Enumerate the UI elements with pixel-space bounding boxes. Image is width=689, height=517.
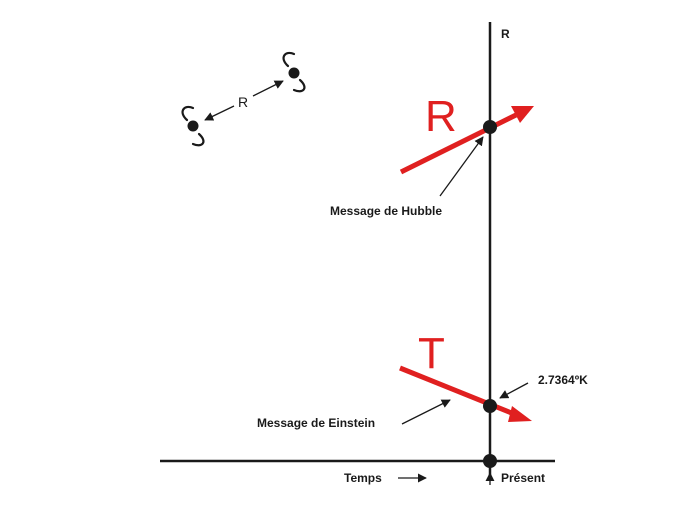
einstein-pointer-arrow [401, 399, 451, 425]
vertical-axis-label: R [501, 27, 510, 41]
time-axis-label: Temps [344, 471, 382, 485]
temperature-label: 2.7364ºK [538, 373, 588, 387]
hubble-message-label: Message de Hubble [330, 204, 442, 218]
temperature-pointer-arrow [499, 382, 529, 399]
present-point [483, 454, 497, 468]
einstein-letter: T [418, 329, 445, 378]
present-label: Présent [501, 471, 545, 485]
hubble-letter: R [425, 92, 457, 141]
galaxy-separation-arrow-left [204, 105, 235, 121]
galaxy-right-icon [282, 51, 306, 93]
galaxy-left-icon [181, 105, 205, 147]
hubble-red-arrowhead [511, 106, 534, 123]
einstein-message-label: Message de Einstein [257, 416, 375, 430]
einstein-point [483, 399, 497, 413]
galaxy-separation-arrow-right [252, 80, 284, 97]
hubble-point [483, 120, 497, 134]
hubble-red-arrow-shaft [399, 112, 518, 175]
hubble-pointer-arrow [439, 136, 484, 197]
galaxy-separation-label: R [238, 94, 248, 110]
einstein-red-arrowhead [508, 406, 532, 422]
